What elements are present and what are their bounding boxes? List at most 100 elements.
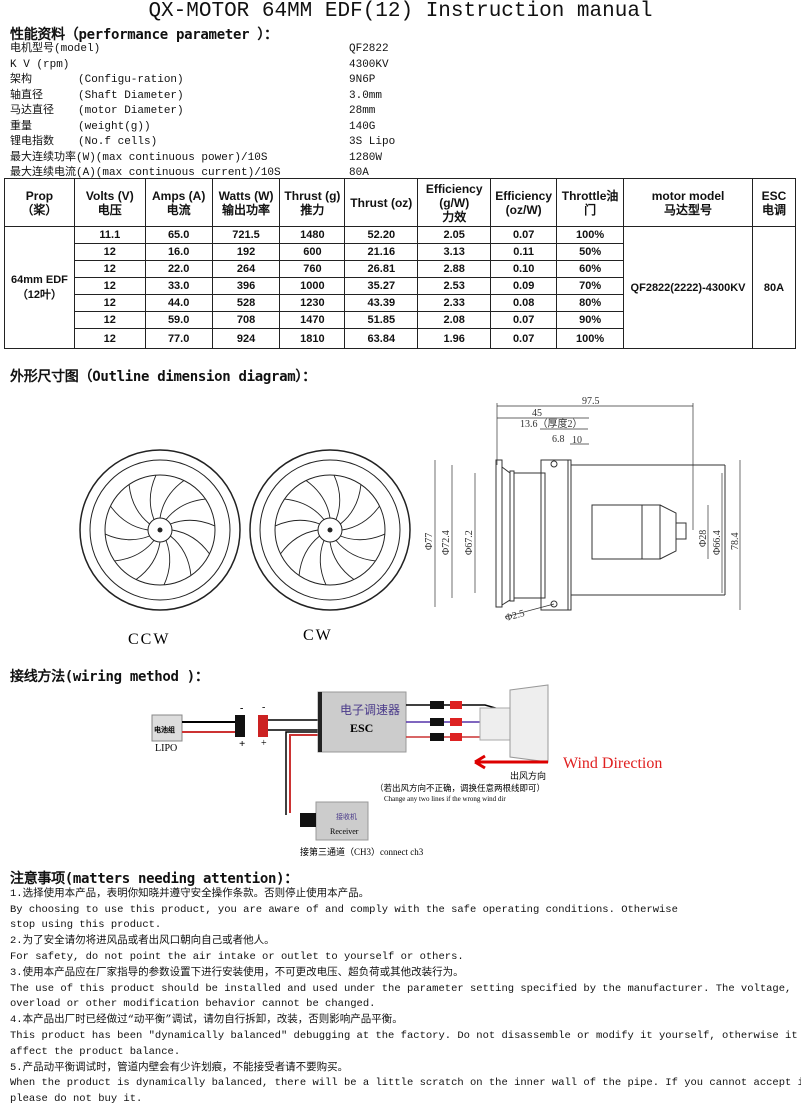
parameter-en: (weight(g)) — [78, 120, 151, 133]
parameter-row: 重量(weight(g))140G — [10, 120, 430, 136]
parameter-row: 马达直径(motor Diameter)28mm — [10, 104, 430, 120]
dim-77: Φ77 — [424, 533, 435, 550]
table-cell: 0.07 — [490, 328, 558, 349]
table-cell: 11.1 — [73, 226, 146, 244]
parameter-label: 最大连续电流(A)(max continuous current)/10S — [10, 167, 281, 179]
battery — [151, 714, 183, 742]
table-cell: 1000 — [279, 277, 346, 295]
dim-66-4: Φ66.4 — [712, 530, 723, 555]
header-line: 力效 — [442, 209, 467, 224]
parameter-label: 架构 — [10, 74, 32, 86]
plus-sign: + — [239, 738, 245, 750]
outline-diagram: CCW CW 97.5 45 13.6（厚度2） 6.8 10 Φ77 Φ72.… — [79, 396, 741, 648]
parameter-value: 9N6P — [349, 74, 376, 86]
prop-cell: 64mm EDF（12叶） — [4, 226, 75, 349]
table-cell: 52.20 — [344, 226, 419, 244]
table-cell: 708 — [211, 311, 281, 329]
parameter-value: 80A — [349, 167, 369, 179]
note-cn: 3.使用本产品应在厂家指导的参数设置下进行安装使用，不可更改电压、超负荷或其他改… — [10, 967, 464, 979]
wire-swap-note-cn: （若出风方向不正确，调换任意两根线即可） — [375, 783, 545, 793]
table-cell: 21.16 — [344, 243, 419, 261]
performance-heading: 性能资料（performance parameter ）： — [10, 27, 278, 43]
header-line: 门 — [584, 202, 597, 217]
column-header: Efficiency(oz/W) — [490, 178, 558, 227]
table-cell: 2.08 — [417, 311, 492, 329]
parameter-value: 1280W — [349, 151, 383, 164]
header-line: 电调 — [762, 202, 787, 217]
esc-cell: 80A — [752, 226, 796, 349]
column-header: Efficiency(g/W)力效 — [417, 178, 492, 227]
table-cell: 44.0 — [144, 294, 213, 312]
table-cell: 35.27 — [344, 277, 419, 295]
header-line: (g/W) — [439, 195, 470, 210]
lipo-label: LIPO — [155, 743, 177, 754]
parameter-en: (Shaft Diameter) — [78, 89, 184, 102]
header-line: 电压 — [97, 202, 122, 217]
document-title: QX-MOTOR 64MM EDF(12) Instruction manual — [148, 0, 653, 23]
table-cell: 2.33 — [417, 294, 492, 312]
ccw-fan — [79, 449, 241, 611]
motor-model-cell: QF2822(2222)-4300KV — [623, 226, 754, 349]
header-line: Prop — [25, 188, 54, 203]
table-cell: 0.08 — [490, 294, 558, 312]
battery-label: 电池组 — [154, 725, 175, 734]
column-header: Amps (A)电流 — [144, 178, 213, 227]
wire-swap-note-en: Change any two lines if the wrong wind d… — [384, 795, 506, 803]
header-line: Thrust (oz) — [350, 195, 413, 210]
cw-fan — [249, 449, 411, 611]
table-cell: 60% — [556, 260, 625, 278]
header-line: 电流 — [166, 202, 191, 217]
table-cell: 100% — [556, 226, 625, 244]
dim-78-4: 78.4 — [730, 533, 741, 551]
table-cell: 1230 — [279, 294, 346, 312]
header-line: Efficiency — [495, 188, 552, 203]
parameter-row: 锂电指数(No.f cells)3S Lipo — [10, 135, 430, 151]
table-cell: 65.0 — [144, 226, 213, 244]
table-cell: 2.88 — [417, 260, 492, 278]
table-cell: 12 — [73, 311, 146, 329]
note-en: overload or other modification behavior … — [10, 998, 376, 1011]
note-cn: 4.本产品出厂时已经做过“动平衡”调试，请勿自行拆卸，改装，否则影响产品平衡。 — [10, 1014, 403, 1027]
wiring-diagram: 电池组 LIPO - + - + 电子调速器 ESC Wind Directio… — [151, 684, 662, 857]
dim-6-8: 6.8 — [552, 434, 565, 445]
esc-box — [317, 691, 407, 753]
table-cell: 16.0 — [144, 243, 213, 261]
parameter-value: 28mm — [349, 105, 376, 117]
table-cell: 70% — [556, 277, 625, 295]
receiver-cn-label: 接收机 — [336, 812, 357, 821]
column-header: Watts (W)输出功率 — [211, 178, 281, 227]
dim-97-5: 97.5 — [582, 396, 600, 407]
header-line: Amps (A) — [151, 188, 206, 203]
table-cell: 0.11 — [490, 243, 558, 261]
header-line: motor model — [651, 188, 725, 203]
parameter-label: 重量 — [10, 120, 32, 133]
prop-line: 64mm EDF — [11, 273, 68, 286]
wind-direction-label: Wind Direction — [563, 755, 662, 772]
table-cell: 12 — [73, 277, 146, 295]
parameter-label: K V (rpm) — [10, 58, 70, 71]
parameter-row: 电机型号(model)QF2822 — [10, 42, 430, 58]
parameter-value: QF2822 — [349, 43, 389, 55]
table-cell: 80% — [556, 294, 625, 312]
table-cell: 528 — [211, 294, 281, 312]
table-cell: 264 — [211, 260, 281, 278]
parameter-row: 最大连续功率(W)(max continuous power)/10S 1280W — [10, 151, 430, 167]
esc-label: ESC — [350, 721, 373, 735]
table-cell: 3.13 — [417, 243, 492, 261]
header-line: （桨） — [21, 202, 58, 217]
table-cell: 22.0 — [144, 260, 213, 278]
table-cell: 0.07 — [490, 311, 558, 329]
parameter-label: 最大连续功率(W)(max continuous power)/10S — [10, 151, 268, 164]
table-cell: 2.53 — [417, 277, 492, 295]
header-line: 推力 — [300, 202, 325, 217]
parameter-row: 架构(Configu-ration)9N6P — [10, 73, 430, 89]
note-en: By choosing to use this product, you are… — [10, 903, 678, 916]
